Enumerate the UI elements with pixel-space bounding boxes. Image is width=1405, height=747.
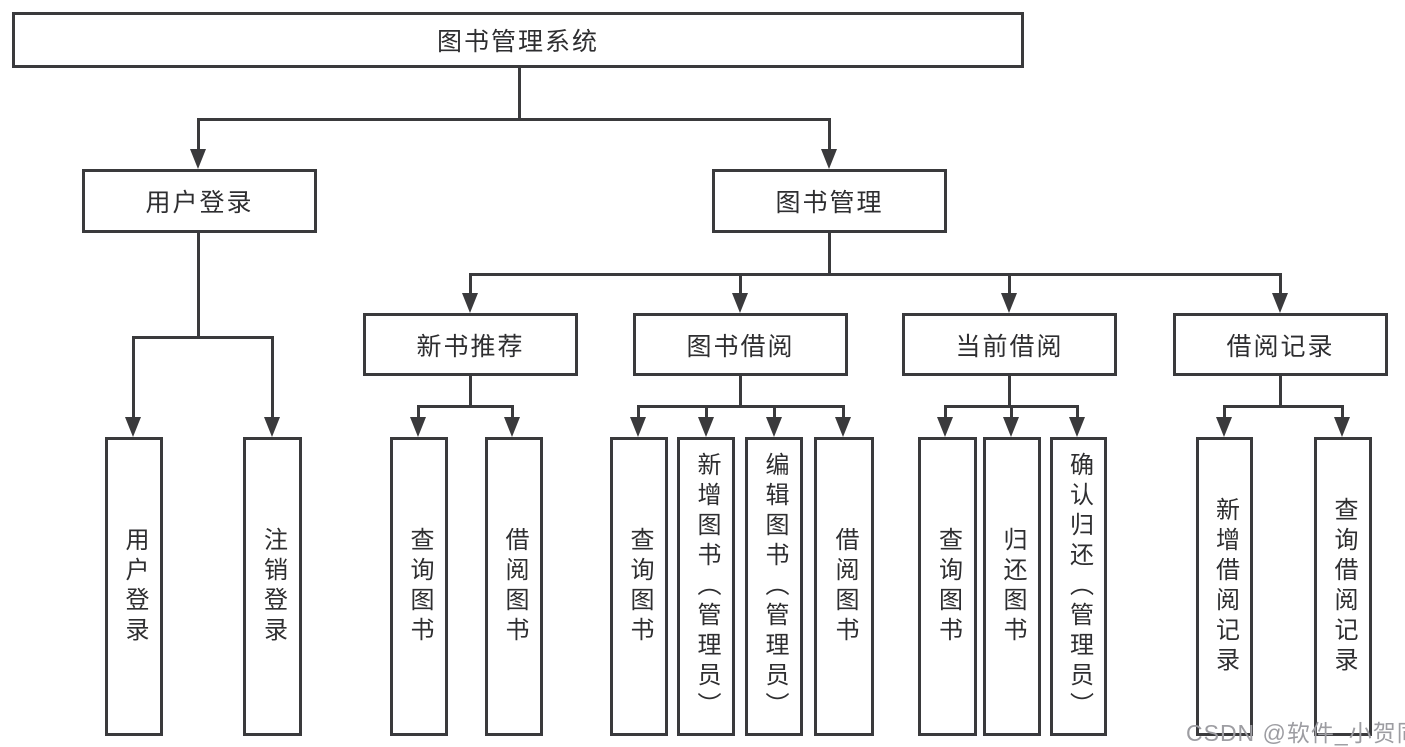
connector-book-mgmt-stem — [828, 233, 831, 273]
arrow-down-icon — [190, 149, 206, 169]
connector-records-stem — [1279, 376, 1282, 405]
node-leaf-query-books: 查询图书 — [390, 437, 448, 736]
arrow-down-icon — [1216, 417, 1232, 437]
connector-leaf-drop — [1223, 405, 1226, 422]
connector-l3-drop — [1279, 273, 1282, 299]
connector-leaf-drop — [773, 405, 776, 422]
node-leaf-confirm-return-admin: 确认归还（管理员） — [1050, 437, 1107, 736]
connector-user-login-branch — [132, 336, 274, 339]
connector-leaf-drop — [511, 405, 514, 422]
node-leaf-add-borrow-record: 新增借阅记录 — [1196, 437, 1253, 736]
arrow-down-icon — [835, 417, 851, 437]
node-leaf-query-borrow-record: 查询借阅记录 — [1314, 437, 1372, 736]
connector-leaf-drop — [842, 405, 845, 422]
arrow-down-icon — [766, 417, 782, 437]
arrow-down-icon — [1334, 417, 1350, 437]
node-new-book-recommend: 新书推荐 — [363, 313, 578, 376]
arrow-down-icon — [937, 417, 953, 437]
node-current-borrowing: 当前借阅 — [902, 313, 1117, 376]
arrow-down-icon — [698, 417, 714, 437]
csdn-watermark: CSDN @软件_小贺同学 — [1186, 720, 1405, 746]
connector-l3-drop — [739, 273, 742, 299]
node-book-management: 图书管理 — [712, 169, 947, 233]
arrow-down-icon — [1069, 417, 1085, 437]
node-leaf-query-books: 查询图书 — [610, 437, 668, 736]
connector-leaf-drop — [132, 336, 135, 422]
connector-new-rec-stem — [469, 376, 472, 405]
connector-records-branch — [1223, 405, 1344, 408]
connector-leaf-drop — [271, 336, 274, 422]
connector-l3-drop — [469, 273, 472, 299]
arrow-down-icon — [1001, 293, 1017, 313]
arrow-down-icon — [1003, 417, 1019, 437]
arrow-down-icon — [462, 293, 478, 313]
connector-root-stem — [518, 68, 521, 118]
node-leaf-borrow-books: 借阅图书 — [814, 437, 874, 736]
connector-leaf-drop — [1010, 405, 1013, 422]
connector-book-borrow-branch — [637, 405, 844, 408]
connector-book-borrow-stem — [739, 376, 742, 405]
connector-l3-drop — [1008, 273, 1011, 299]
connector-user-login-stem — [197, 233, 200, 336]
arrow-down-icon — [630, 417, 646, 437]
connector-leaf-drop — [705, 405, 708, 422]
connector-leaf-drop — [637, 405, 640, 422]
arrow-down-icon — [264, 417, 280, 437]
node-library-management-system: 图书管理系统 — [12, 12, 1024, 68]
connector-leaf-drop — [944, 405, 947, 422]
arrow-down-icon — [732, 293, 748, 313]
connector-leaf-drop — [1076, 405, 1079, 422]
connector-book-mgmt-drop — [828, 118, 831, 154]
node-leaf-user-login: 用户登录 — [105, 437, 163, 736]
connector-leaf-drop — [1341, 405, 1344, 422]
connector-user-login-drop — [197, 118, 200, 154]
arrow-down-icon — [410, 417, 426, 437]
connector-root-branch — [197, 118, 831, 121]
connector-current-stem — [1008, 376, 1011, 405]
arrow-down-icon — [504, 417, 520, 437]
node-leaf-add-books-admin: 新增图书（管理员） — [677, 437, 735, 736]
connector-leaf-drop — [417, 405, 420, 422]
arrow-down-icon — [125, 417, 141, 437]
connector-book-mgmt-branch — [469, 273, 1282, 276]
connector-new-rec-branch — [417, 405, 514, 408]
node-leaf-edit-books-admin: 编辑图书（管理员） — [745, 437, 803, 736]
arrow-down-icon — [1272, 293, 1288, 313]
node-leaf-borrow-books: 借阅图书 — [485, 437, 543, 736]
arrow-down-icon — [821, 149, 837, 169]
node-leaf-logout: 注销登录 — [243, 437, 302, 736]
node-leaf-query-books: 查询图书 — [918, 437, 977, 736]
node-leaf-return-books: 归还图书 — [983, 437, 1041, 736]
node-borrowing-records: 借阅记录 — [1173, 313, 1388, 376]
node-book-borrowing: 图书借阅 — [633, 313, 848, 376]
node-user-login: 用户登录 — [82, 169, 317, 233]
